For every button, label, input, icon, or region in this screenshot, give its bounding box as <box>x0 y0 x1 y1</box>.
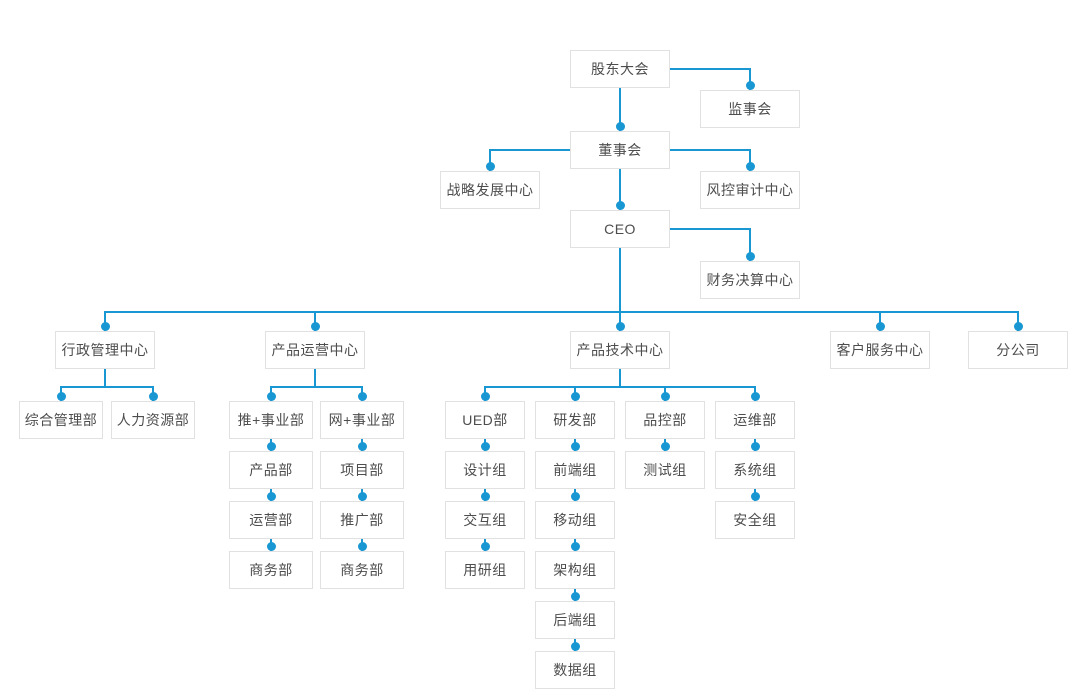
org-node-customer-service-center: 客户服务中心 <box>830 331 930 369</box>
org-node-ceo: CEO <box>570 210 670 248</box>
org-node-product-operation-center: 产品运营中心 <box>265 331 365 369</box>
org-node-qc-dept: 品控部 <box>625 401 705 439</box>
connector-dot <box>570 491 580 501</box>
connector-dot <box>266 441 276 451</box>
connector-dot <box>480 541 490 551</box>
connector-dot <box>480 441 490 451</box>
connector-line <box>104 369 106 387</box>
connector-line <box>489 149 491 171</box>
connector-dot <box>750 491 760 501</box>
connector-line <box>670 68 751 70</box>
connector-line <box>619 369 621 387</box>
org-node-risk-audit-center: 风控审计中心 <box>700 171 800 209</box>
connector-dot <box>56 391 66 401</box>
connector-dot <box>1013 321 1023 331</box>
connector-dot <box>266 491 276 501</box>
org-node-system-group: 系统组 <box>715 451 795 489</box>
connector-dot <box>485 161 495 171</box>
connector-dot <box>148 391 158 401</box>
connector-line <box>749 149 751 171</box>
connector-dot <box>480 491 490 501</box>
connector-line <box>314 311 316 331</box>
connector-dot <box>615 321 625 331</box>
connector-dot <box>100 321 110 331</box>
connector-line <box>670 228 751 230</box>
org-node-operation-dept: 运营部 <box>229 501 313 539</box>
org-node-test-group: 测试组 <box>625 451 705 489</box>
connector-dot <box>570 541 580 551</box>
org-node-admin-management-center: 行政管理中心 <box>55 331 155 369</box>
connector-line <box>104 311 106 331</box>
org-node-business-dept-tui: 商务部 <box>229 551 313 589</box>
connector-dot <box>745 161 755 171</box>
connector-dot <box>750 441 760 451</box>
org-node-branch-company: 分公司 <box>968 331 1068 369</box>
org-node-frontend-group: 前端组 <box>535 451 615 489</box>
connector-line <box>619 311 621 331</box>
connector-dot <box>660 441 670 451</box>
connector-dot <box>310 321 320 331</box>
connector-dot <box>615 200 625 210</box>
org-node-design-group: 设计组 <box>445 451 525 489</box>
org-node-architecture-group: 架构组 <box>535 551 615 589</box>
org-node-security-group: 安全组 <box>715 501 795 539</box>
org-node-ued-dept: UED部 <box>445 401 525 439</box>
org-node-product-dept: 产品部 <box>229 451 313 489</box>
org-node-product-tech-center: 产品技术中心 <box>570 331 670 369</box>
connector-dot <box>357 491 367 501</box>
connector-dot <box>615 121 625 131</box>
connector-dot <box>745 251 755 261</box>
org-node-general-management-dept: 综合管理部 <box>19 401 103 439</box>
connector-line <box>270 386 363 388</box>
connector-dot <box>480 391 490 401</box>
org-node-promotion-dept: 推广部 <box>320 501 404 539</box>
org-node-shareholders-meeting: 股东大会 <box>570 50 670 88</box>
connector-line <box>60 386 154 388</box>
connector-line <box>749 228 751 261</box>
org-node-project-dept: 项目部 <box>320 451 404 489</box>
connector-line <box>489 149 570 151</box>
connector-line <box>879 311 881 331</box>
connector-dot <box>875 321 885 331</box>
org-node-rd-dept: 研发部 <box>535 401 615 439</box>
connector-dot <box>570 591 580 601</box>
org-node-tui-business-dept: 推+事业部 <box>229 401 313 439</box>
connector-line <box>619 169 621 210</box>
org-node-hr-dept: 人力资源部 <box>111 401 195 439</box>
org-node-strategy-development-center: 战略发展中心 <box>440 171 540 209</box>
org-node-user-research-group: 用研组 <box>445 551 525 589</box>
connector-line <box>670 149 751 151</box>
connector-dot <box>570 441 580 451</box>
connector-dot <box>357 391 367 401</box>
connector-dot <box>357 441 367 451</box>
org-node-business-dept-wang: 商务部 <box>320 551 404 589</box>
connector-line <box>619 88 621 131</box>
connector-dot <box>570 641 580 651</box>
org-node-finance-settlement-center: 财务决算中心 <box>700 261 800 299</box>
org-node-wang-business-dept: 网+事业部 <box>320 401 404 439</box>
connector-dot <box>660 391 670 401</box>
org-node-data-group: 数据组 <box>535 651 615 689</box>
connector-line <box>484 386 756 388</box>
org-node-mobile-group: 移动组 <box>535 501 615 539</box>
connector-line <box>749 68 751 90</box>
connector-dot <box>570 391 580 401</box>
connector-line <box>104 311 1019 313</box>
connector-dot <box>357 541 367 551</box>
connector-dot <box>266 391 276 401</box>
connector-dot <box>266 541 276 551</box>
connector-line <box>314 369 316 387</box>
connector-line <box>1017 311 1019 331</box>
connector-dot <box>745 80 755 90</box>
org-node-ops-dept: 运维部 <box>715 401 795 439</box>
connector-dot <box>750 391 760 401</box>
org-node-backend-group: 后端组 <box>535 601 615 639</box>
org-node-supervisory-board: 监事会 <box>700 90 800 128</box>
org-node-interaction-group: 交互组 <box>445 501 525 539</box>
org-node-board-of-directors: 董事会 <box>570 131 670 169</box>
connector-line <box>619 248 621 311</box>
